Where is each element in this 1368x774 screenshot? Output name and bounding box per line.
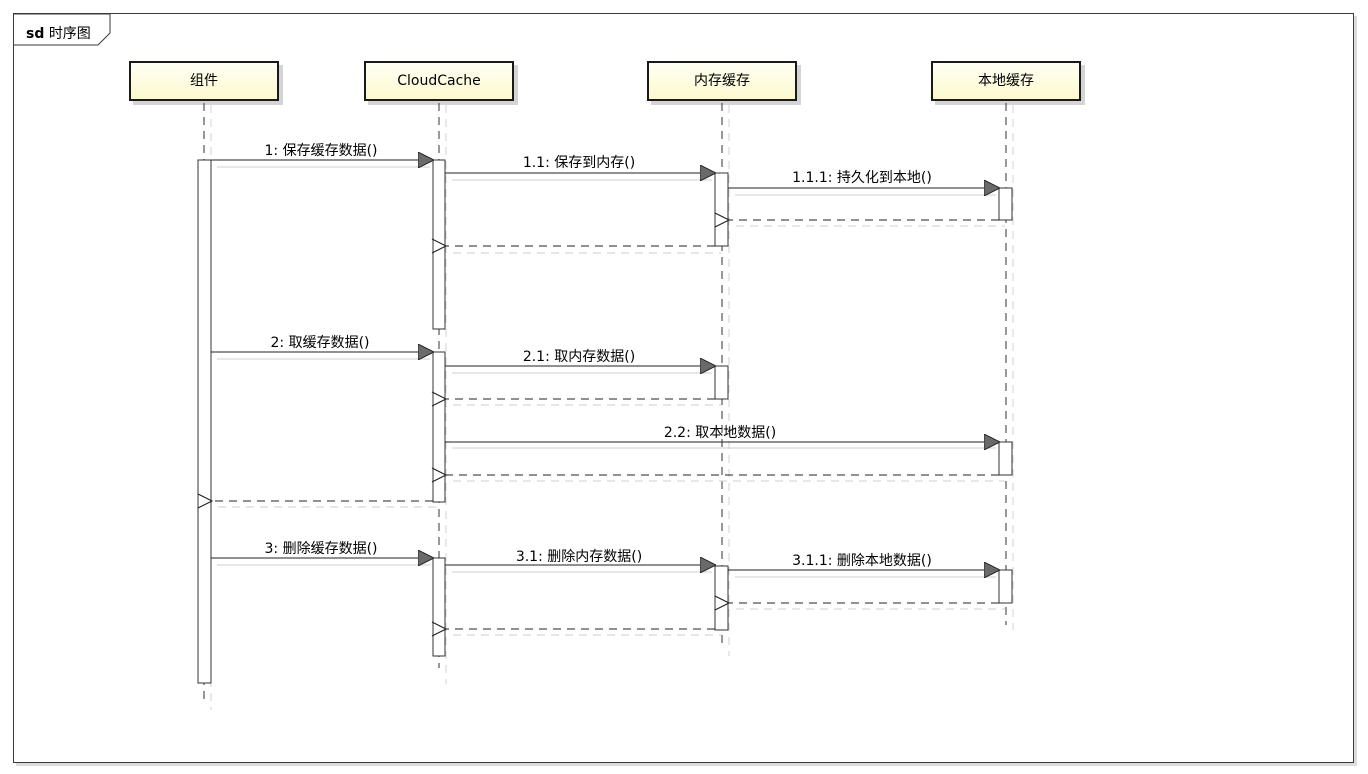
activation-cloudcache-3[interactable]	[432, 557, 446, 657]
lifeline-head-localcache[interactable]: 本地缓存	[931, 61, 1081, 101]
activation-memcache-1[interactable]	[714, 172, 729, 247]
frame-keyword: sd	[26, 26, 45, 42]
activation-localcache-1[interactable]	[998, 187, 1013, 221]
message-label-3-1: 3.1: 删除内存数据()	[516, 549, 642, 565]
activation-memcache-3[interactable]	[714, 565, 729, 631]
message-label-3: 3: 删除缓存数据()	[265, 541, 378, 557]
message-label-1-1-1: 1.1.1: 持久化到本地()	[792, 170, 932, 186]
activation-memcache-2[interactable]	[714, 365, 729, 400]
activation-localcache-2[interactable]	[998, 441, 1013, 476]
message-label-1-1: 1.1: 保存到内存()	[523, 155, 635, 171]
activation-cloudcache-2[interactable]	[432, 351, 446, 503]
lifeline-head-memcache[interactable]: 内存缓存	[647, 61, 797, 101]
message-label-2-2: 2.2: 取本地数据()	[664, 425, 776, 441]
message-label-1: 1: 保存缓存数据()	[265, 143, 378, 159]
activation-cloudcache-1[interactable]	[432, 159, 446, 330]
sequence-frame: sd 时序图	[13, 13, 1354, 763]
lifeline-head-component[interactable]: 组件	[129, 61, 279, 101]
activation-component[interactable]	[197, 159, 212, 684]
activation-localcache-3[interactable]	[998, 569, 1013, 604]
message-label-2: 2: 取缓存数据()	[271, 335, 370, 351]
lifeline-head-cloudcache[interactable]: CloudCache	[364, 61, 514, 101]
message-label-3-1-1: 3.1.1: 删除本地数据()	[792, 553, 932, 569]
frame-title: 时序图	[48, 26, 91, 42]
message-label-2-1: 2.1: 取内存数据()	[523, 349, 635, 365]
